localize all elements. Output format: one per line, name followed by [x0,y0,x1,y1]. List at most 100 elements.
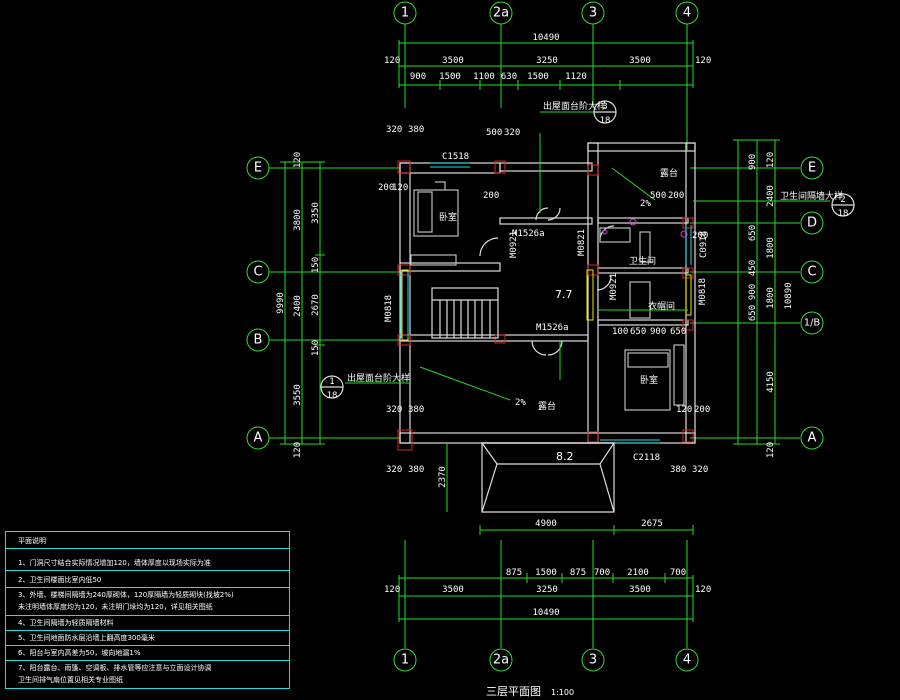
room-label-bedroom-right: 卧室 [640,374,658,386]
notes-title: 平面说明 [18,537,46,545]
svg-text:3: 3 [589,6,597,21]
porch-dimension-lines [446,443,694,535]
right-sub-dim-1: 900 [748,154,758,170]
small-dim-4: 320 [504,128,520,138]
callout-2-sheet: 18 [838,209,849,219]
notes-item: 卫生间排气扇位置见相关专业图纸 [18,676,123,684]
room-label-bedroom-left: 卧室 [439,211,457,223]
door-code-m0821: M0821 [577,229,587,256]
small-dim-6: 120 [392,183,408,193]
axis-bubble-3-top: 3 [581,1,605,25]
porch-roof [480,442,616,513]
axis-bubble-B-left: B [246,328,270,352]
callout-1-number: 3 [602,102,607,112]
svg-text:C: C [807,265,816,280]
left-dim-3: 3550 [293,384,303,406]
bottom-end-dim-right: 120 [695,585,711,595]
callout-3-sheet: 18 [327,391,338,401]
notes-divider [6,587,289,588]
small-dim-3: 500 [486,128,502,138]
porch-dim-3: 2370 [438,466,448,488]
left-end-dim-top: 120 [293,152,303,168]
axis-bubble-4-top: 4 [675,1,699,25]
top-sub-dim-1: 900 [410,72,426,82]
bottom-dim-1: 3500 [442,585,464,595]
notes-divider [6,615,289,616]
notes-item: 未注明墙体厚度均为120，未注明门垛均为120，详见相关图纸 [18,603,213,611]
axis-bubble-C-right: C [800,260,824,284]
svg-text:1: 1 [401,6,409,21]
top-sub-dim-3: 1100 [473,72,495,82]
room-label-closet: 衣帽间 [648,300,675,312]
small-dim-11: 100 [612,327,628,337]
svg-text:3: 3 [589,653,597,668]
small-dim-1: 320 [386,125,402,135]
drawing-scale: 1:100 [551,688,575,697]
notes-divider [6,645,289,646]
callout-bubbles [320,100,855,399]
svg-text:4: 4 [683,653,691,668]
small-dim-7: 200 [483,191,499,201]
bottom-sub-dim-1: 875 [506,568,522,578]
notes-panel: 平面说明 1、门洞尺寸结合实际情况增加120，墙体厚度以现场实际为准 2、卫生间… [5,531,290,689]
callout-1-text: 出屋面台阶大样 [543,100,606,112]
top-end-dim-left: 120 [384,56,400,66]
axis-bubble-A-right: A [800,426,824,450]
drawing-title-text: 三层平面图 [486,685,541,698]
bottom-sub-dim-4: 700 [594,568,610,578]
small-dim-9: 200 [668,191,684,201]
left-sub-dim-4: 150 [311,340,321,356]
porch-dim-1: 4900 [535,519,557,529]
right-dim-2: 1800 [766,237,776,259]
small-dim-5: 200 [378,183,394,193]
small-dim-18: 380 [408,405,424,415]
window-code-c1518: C1518 [442,152,469,162]
bottom-sub-dim-5: 2100 [627,568,649,578]
elevation-label-7-7: 7.7 [555,288,573,301]
axis-lines [269,24,800,648]
svg-text:4: 4 [683,6,691,21]
left-sub-dim-3: 2670 [311,294,321,316]
small-dim-2: 380 [408,125,424,135]
room-label-terrace-top: 露台 [660,167,678,179]
right-end-dim-bottom: 120 [766,442,776,458]
top-dim-2: 3250 [536,56,558,66]
callout-3-number: 1 [329,377,334,387]
svg-text:C: C [253,265,262,280]
axis-bubble-C-left: C [246,260,270,284]
right-sub-dim-5: 650 [748,305,758,321]
bottom-sub-dim-2: 1500 [535,568,557,578]
svg-text:1/B: 1/B [804,318,821,329]
small-dim-21: 380 [670,465,686,475]
door-code-m1526a-bottom: M1526a [536,323,569,333]
small-dim-20: 380 [408,465,424,475]
callout-2-number: 2 [840,195,845,205]
exterior-walls [399,142,696,444]
axis-bubbles: 1 2a 3 4 1 2a 3 4 E C B A E D C 1/B A [246,1,824,672]
left-dimension-lines [280,161,325,445]
door-code-m0921-b: M0921 [509,231,519,258]
left-overall-dim: 9990 [276,292,286,314]
bottom-dimension-lines [398,573,694,622]
plumbing-fixtures [602,218,688,238]
right-overall-dim: 10890 [784,282,794,309]
left-sub-dim-2: 150 [311,257,321,273]
notes-divider [6,630,289,631]
svg-text:E: E [254,161,262,176]
room-label-bathroom: 卫生间 [629,255,656,267]
left-end-dim-bottom: 120 [293,442,303,458]
top-dim-3: 3500 [629,56,651,66]
notes-item: 6、阳台与室内高差为50，坡向地漏1% [18,649,141,657]
notes-item: 5、卫生间地面防水层沿墙上翻高度300毫米 [18,634,155,642]
axis-bubble-A-left: A [246,426,270,450]
axis-bubble-2a-bottom: 2a [489,648,513,672]
small-dim-22: 320 [692,465,708,475]
callout-3-text: 出屋面台阶大样 [347,372,410,384]
small-dim-10: 200 [692,231,708,241]
slope-arrows [345,111,830,401]
window-code-c0918: C0918 [699,231,709,258]
furniture [410,181,685,411]
top-dim-1: 3500 [442,56,464,66]
axis-bubble-1-top: 1 [393,1,417,25]
